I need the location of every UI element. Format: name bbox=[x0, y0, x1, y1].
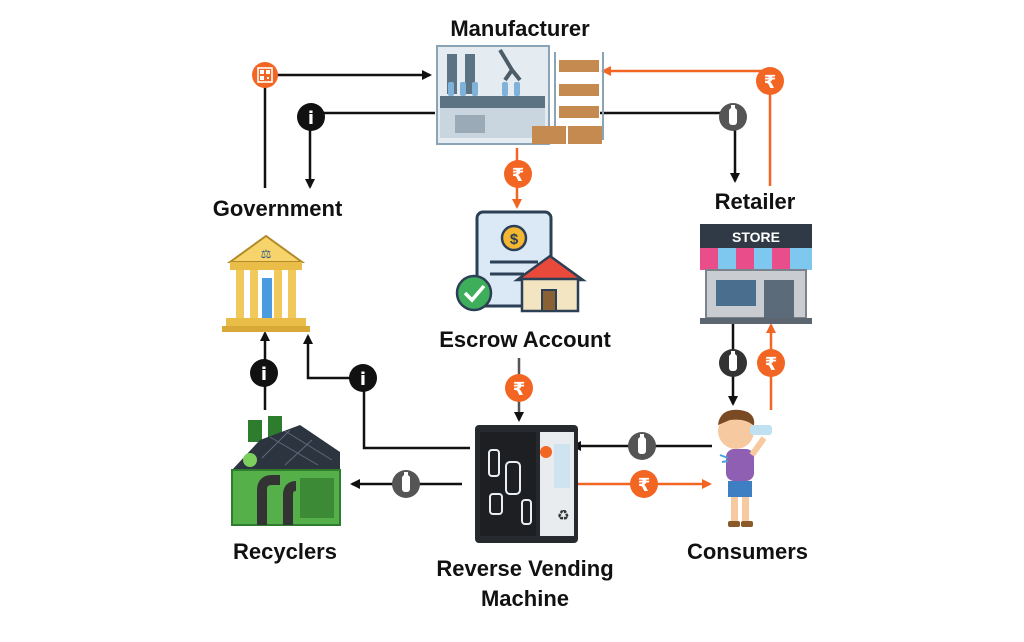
rupee-icon: ₹ bbox=[505, 374, 533, 402]
arrow-government-to-manufacturer bbox=[263, 70, 432, 188]
escrow-illustration: $ bbox=[455, 210, 587, 313]
svg-text:i: i bbox=[308, 108, 314, 129]
arrow-manufacturer-to-government bbox=[305, 111, 435, 189]
reverse-vending-machine-illustration: ♻ bbox=[475, 425, 578, 543]
recycling-plant-illustration bbox=[231, 416, 341, 526]
rvm-label-line2: Machine bbox=[480, 586, 570, 611]
svg-text:₹: ₹ bbox=[512, 165, 525, 186]
svg-text:♻: ♻ bbox=[557, 508, 570, 524]
rupee-icon: ₹ bbox=[504, 160, 532, 188]
consumer-child-illustration bbox=[718, 409, 772, 527]
svg-text:₹: ₹ bbox=[764, 72, 777, 93]
svg-text:⚖: ⚖ bbox=[261, 247, 272, 261]
svg-text:₹: ₹ bbox=[765, 354, 778, 375]
escrow-account-label: Escrow Account bbox=[439, 327, 611, 352]
retailer-label: Retailer bbox=[714, 189, 796, 214]
bottle-icon bbox=[719, 349, 747, 377]
bottle-icon bbox=[719, 103, 747, 131]
svg-text:₹: ₹ bbox=[513, 379, 526, 400]
arrow-retailer-to-manufacturer bbox=[601, 66, 772, 186]
manufacturer-label: Manufacturer bbox=[450, 16, 590, 41]
store-illustration: STORE bbox=[700, 224, 812, 324]
store-sign: STORE bbox=[732, 229, 780, 245]
svg-text:i: i bbox=[360, 369, 366, 390]
rupee-icon: ₹ bbox=[756, 67, 784, 95]
reverse-vending-machine-label: Reverse Vending Machine bbox=[410, 554, 640, 614]
consumers-label: Consumers bbox=[686, 539, 809, 564]
svg-text:$: $ bbox=[510, 231, 519, 248]
qr-code-icon bbox=[252, 62, 278, 88]
rupee-icon: ₹ bbox=[630, 470, 658, 498]
rupee-icon: ₹ bbox=[757, 349, 785, 377]
bottle-icon bbox=[628, 432, 656, 460]
factory-illustration bbox=[436, 45, 604, 145]
rvm-label-line1: Reverse Vending bbox=[436, 556, 614, 581]
info-icon: i bbox=[349, 364, 377, 392]
info-icon: i bbox=[250, 359, 278, 387]
svg-text:i: i bbox=[261, 364, 267, 385]
recyclers-label: Recyclers bbox=[233, 539, 337, 564]
arrow-manufacturer-to-retailer bbox=[600, 111, 740, 183]
info-icon: i bbox=[297, 103, 325, 131]
bottle-icon bbox=[392, 470, 420, 498]
government-building-illustration: ⚖ bbox=[222, 234, 310, 332]
svg-text:₹: ₹ bbox=[638, 475, 651, 496]
government-label: Government bbox=[212, 196, 343, 221]
